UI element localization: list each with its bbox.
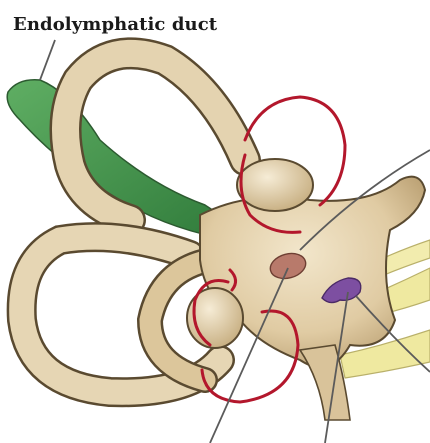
leader-lines	[39, 39, 430, 443]
ampulla-superior	[236, 158, 314, 212]
endolymphatic-duct-leader	[39, 39, 56, 81]
endolymphatic-duct-label: Endolymphatic duct	[13, 14, 218, 35]
sensory-rings	[192, 95, 347, 404]
utricle	[269, 252, 307, 280]
semicircular-canals	[6, 37, 261, 408]
saccule	[321, 277, 362, 304]
vestibule	[199, 175, 427, 369]
